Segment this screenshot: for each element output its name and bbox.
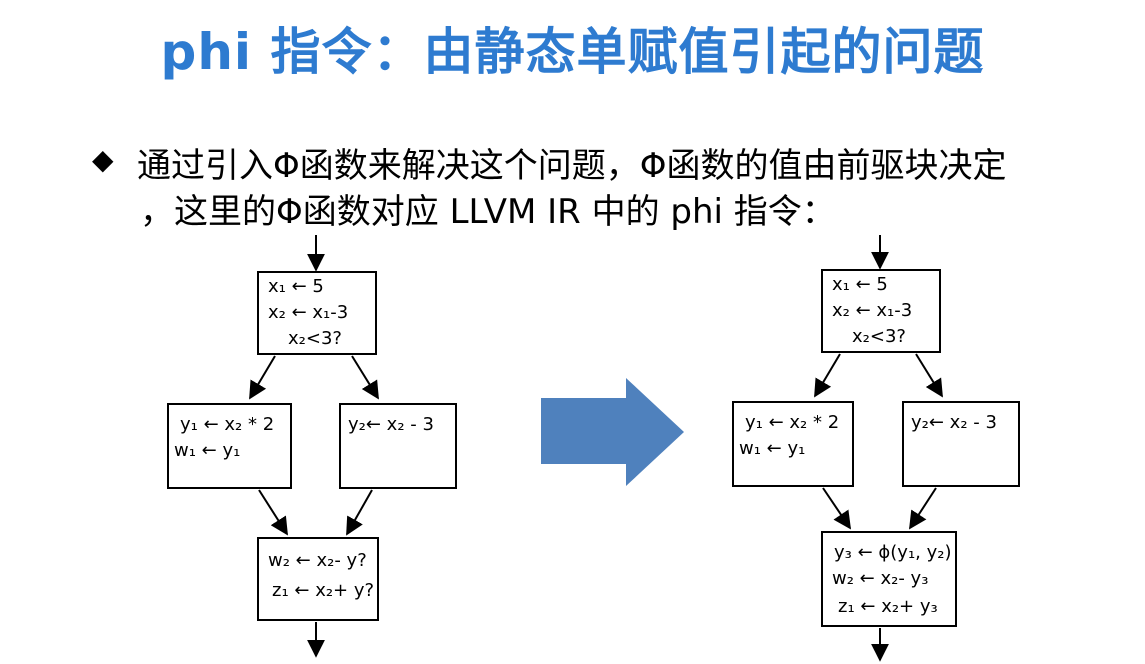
right-branch-a-block [732, 401, 854, 487]
right-merge-line-1: y₃ ← ϕ(y₁, y₂) [834, 542, 952, 563]
right-branch-b-block [902, 401, 1020, 487]
left-branch-b-block [339, 403, 457, 489]
left-branch-a-line-1: y₁ ← x₂ * 2 [180, 414, 274, 435]
right-branch-a-line-1: y₁ ← x₂ * 2 [745, 412, 839, 433]
left-edge-b-to-merge [346, 489, 373, 536]
left-branch-a-line-2: w₁ ← y₁ [174, 440, 240, 461]
right-edge-a-to-merge [822, 487, 852, 530]
transform-arrow-icon [541, 378, 684, 486]
bullet-text-line-2: ，这里的Φ函数对应 LLVM IR 中的 phi 指令： [140, 192, 836, 232]
left-entry-line-3: x₂<3? [288, 328, 342, 349]
right-edge-to-left-branch [814, 353, 841, 398]
page-title: phi 指令：由静态单赋值引起的问题 [160, 23, 985, 81]
right-branch-a-line-2: w₁ ← y₁ [739, 438, 805, 459]
left-edge-a-to-merge [258, 489, 288, 536]
left-branch-a-block [167, 403, 292, 489]
bullet-text-line-1: 通过引入Φ函数来解决这个问题，Φ函数的值由前驱块决定 [137, 146, 1007, 186]
right-entry-line-2: x₂ ← x₁-3 [832, 300, 912, 321]
right-edge-b-to-merge [909, 487, 937, 530]
right-branch-b-line-1: y₂← x₂ - 3 [911, 412, 997, 433]
left-branch-b-line-1: y₂← x₂ - 3 [348, 414, 434, 435]
left-entry-block [257, 271, 377, 355]
right-entry-line-3: x₂<3? [852, 326, 906, 347]
left-merge-line-2: z₁ ← x₂+ y? [272, 580, 374, 601]
left-entry-line-1: x₁ ← 5 [268, 276, 324, 297]
left-edge-to-right-branch [351, 355, 379, 400]
diamond-bullet-icon: ◆ [92, 143, 114, 176]
right-merge-line-3: z₁ ← x₂+ y₃ [838, 596, 938, 617]
left-cfg: x₁ ← 5 x₂ ← x₁-3 x₂<3? y₁ ← x₂ * 2 w₁ ← … [167, 235, 457, 658]
left-merge-block [257, 537, 379, 621]
right-edge-to-right-branch [915, 353, 943, 398]
left-merge-line-1: w₂ ← x₂- y? [268, 550, 367, 571]
right-cfg: x₁ ← 5 x₂ ← x₁-3 x₂<3? y₁ ← x₂ * 2 w₁ ← … [732, 235, 1020, 662]
left-entry-line-2: x₂ ← x₁-3 [268, 302, 348, 323]
right-entry-block [821, 269, 941, 353]
right-merge-line-2: w₂ ← x₂- y₃ [832, 568, 928, 589]
left-edge-to-left-branch [249, 355, 276, 400]
right-merge-block [821, 531, 957, 627]
right-entry-line-1: x₁ ← 5 [832, 274, 888, 295]
